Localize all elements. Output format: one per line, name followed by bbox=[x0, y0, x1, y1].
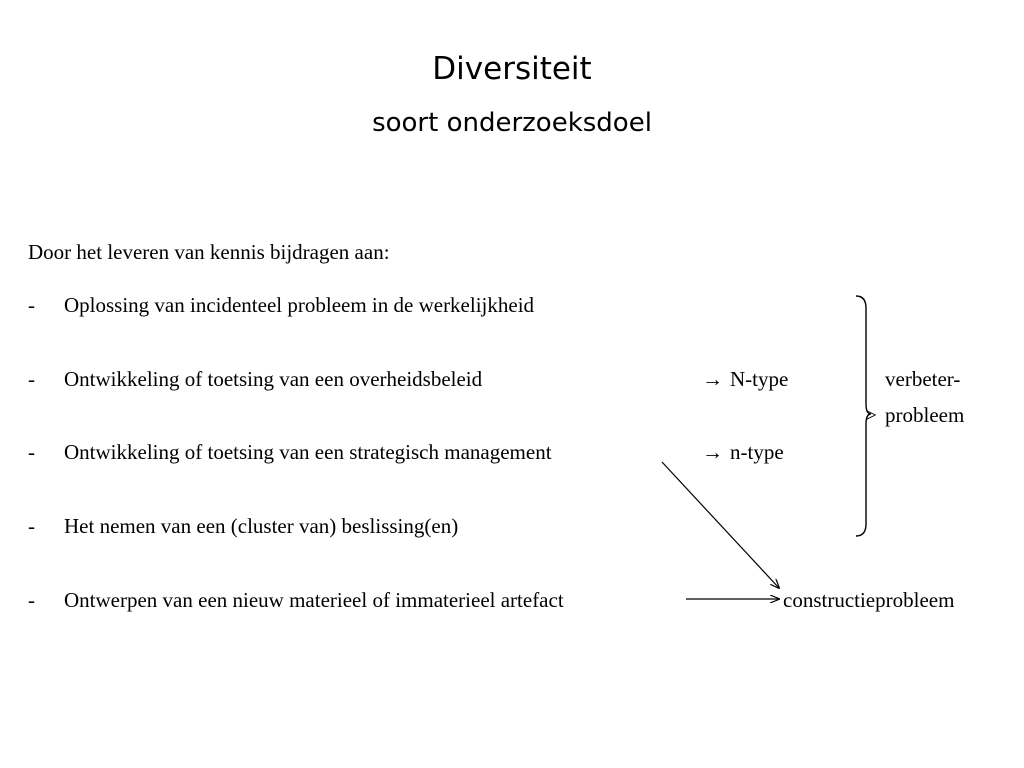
bracket-point-glyph: > bbox=[865, 403, 877, 427]
list-item: Het nemen van een (cluster van) beslissi… bbox=[64, 514, 459, 538]
n-type-lower-label: n-type bbox=[730, 440, 784, 464]
bullet-dash: - bbox=[28, 367, 35, 391]
diagonal-arrow bbox=[661, 461, 779, 588]
arrow-right-icon: → bbox=[702, 367, 723, 391]
arrow-right-icon: → bbox=[702, 440, 723, 464]
list-item: Ontwikkeling of toetsing van een overhei… bbox=[64, 367, 483, 391]
slide-subtitle: soort onderzoeksdoel bbox=[372, 108, 652, 138]
slide-title: Diversiteit bbox=[432, 51, 592, 87]
bullet-dash: - bbox=[28, 514, 35, 538]
bullet-dash: - bbox=[28, 293, 35, 317]
list-item: Ontwerpen van een nieuw materieel of imm… bbox=[64, 588, 564, 612]
construction-label: constructieprobleem bbox=[783, 588, 955, 612]
improvement-label-line1: verbeter- bbox=[885, 367, 961, 391]
bullet-dash: - bbox=[28, 440, 35, 464]
bullet-dash: - bbox=[28, 588, 35, 612]
improvement-label-line2: probleem bbox=[885, 403, 965, 427]
intro-text: Door het leveren van kennis bijdragen aa… bbox=[28, 240, 390, 264]
n-type-upper-label: N-type bbox=[730, 367, 789, 391]
list-item: Ontwikkeling of toetsing van een strateg… bbox=[64, 440, 552, 464]
list-item: Oplossing van incidenteel probleem in de… bbox=[64, 293, 535, 317]
